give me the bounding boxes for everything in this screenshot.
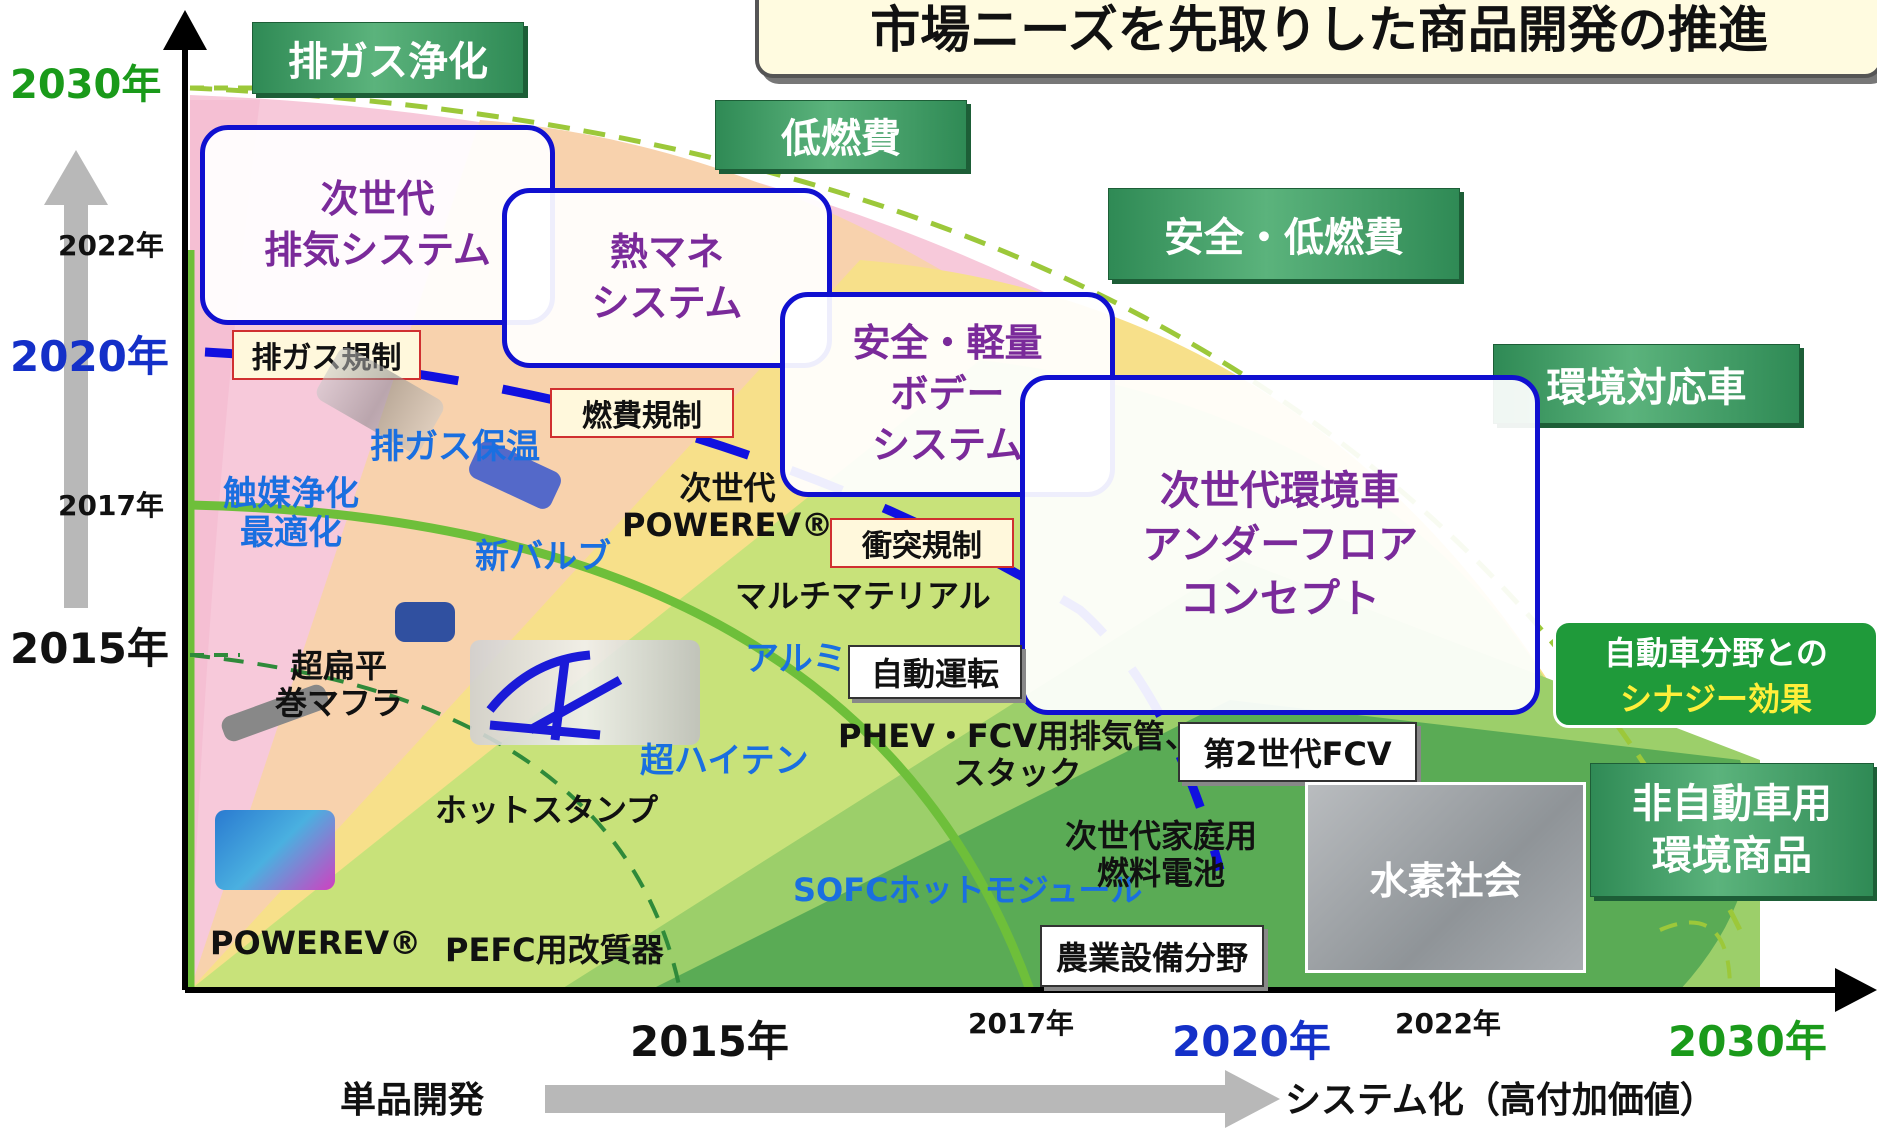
label-agriculture: 農業設備分野 (1040, 925, 1264, 987)
powerev-image (215, 810, 335, 890)
theme-exhaust-purification: 排ガス浄化 (252, 22, 524, 94)
product-aluminum: アルミ (745, 639, 847, 679)
x-label-2017: 2017年 (968, 1007, 1074, 1040)
product-hot-stamp: ホットスタンプ (435, 791, 659, 829)
x-label-2015: 2015年 (630, 1017, 789, 1066)
product-powerev: POWEREV® (210, 924, 422, 962)
product-flat-muffler: 超扁平 巻マフラ (275, 647, 404, 722)
product-home-fuel-cell: 次世代家庭用 燃料電池 (1065, 817, 1258, 892)
product-phev-fcv-pipe: PHEV・FCV用排気管、 スタック (838, 717, 1197, 792)
y-label-2017: 2017年 (58, 489, 164, 522)
regulation-exhaust: 排ガス規制 (232, 330, 421, 380)
card-next-gen-exhaust: 次世代 排気システム (200, 125, 555, 325)
y-label-2015: 2015年 (10, 624, 169, 673)
product-sofc-module: SOFCホットモジュール (793, 871, 1143, 909)
title-box: 市場ニーズを先取りした商品開発の推進 (755, 0, 1877, 78)
flat-muffler-image (395, 602, 455, 642)
x-axis-start-label: 単品開発 (340, 1080, 485, 1121)
hydrogen-society-box: 水素社会 (1305, 782, 1586, 973)
label-fcv-gen2: 第2世代FCV (1178, 722, 1417, 782)
label-autonomous-driving: 自動運転 (848, 645, 1022, 699)
card-underfloor-concept: 次世代環境車 アンダーフロア コンセプト (1020, 375, 1540, 715)
product-new-valve: 新バルブ (475, 537, 611, 577)
product-catalyst-optimization: 触媒浄化 最適化 (223, 474, 359, 554)
product-ultra-high-tensile: 超ハイテン (640, 741, 809, 781)
product-next-powerev: 次世代 POWEREV® (622, 469, 834, 544)
x-label-2020: 2020年 (1172, 1017, 1331, 1066)
x-label-2022: 2022年 (1395, 1007, 1501, 1040)
theme-eco-vehicle: 環境対応車 (1493, 344, 1800, 424)
product-multi-material: マルチマテリアル (735, 577, 991, 615)
theme-non-auto: 非自動車用 環境商品 (1590, 763, 1874, 897)
x-label-2030: 2030年 (1668, 1017, 1827, 1066)
card-thermal-management: 熱マネ システム (502, 188, 832, 368)
product-exhaust-insulation: 排ガス保温 (370, 427, 540, 467)
product-pefc-reformer: PEFC用改質器 (445, 931, 664, 969)
synergy-line1: 自動車分野との (1604, 634, 1828, 672)
synergy-line2: シナジー効果 (1619, 680, 1812, 718)
regulation-fuel: 燃費規制 (550, 388, 734, 438)
body-frame-struts (486, 650, 623, 741)
theme-low-fuel: 低燃費 (715, 100, 967, 170)
theme-safety-fuel: 安全・低燃費 (1108, 188, 1460, 280)
x-axis-end-label: システム化（高付加価値） (1285, 1080, 1716, 1121)
hydrogen-society-label: 水素社会 (1369, 859, 1522, 903)
page-title: 市場ニーズを先取りした商品開発の推進 (870, 1, 1768, 59)
y-label-2030: 2030年 (10, 62, 162, 108)
y-label-2022: 2022年 (58, 229, 164, 262)
y-label-2020: 2020年 (10, 332, 169, 381)
regulation-collision: 衝突規制 (830, 518, 1014, 568)
synergy-box: 自動車分野との シナジー効果 (1553, 620, 1877, 728)
